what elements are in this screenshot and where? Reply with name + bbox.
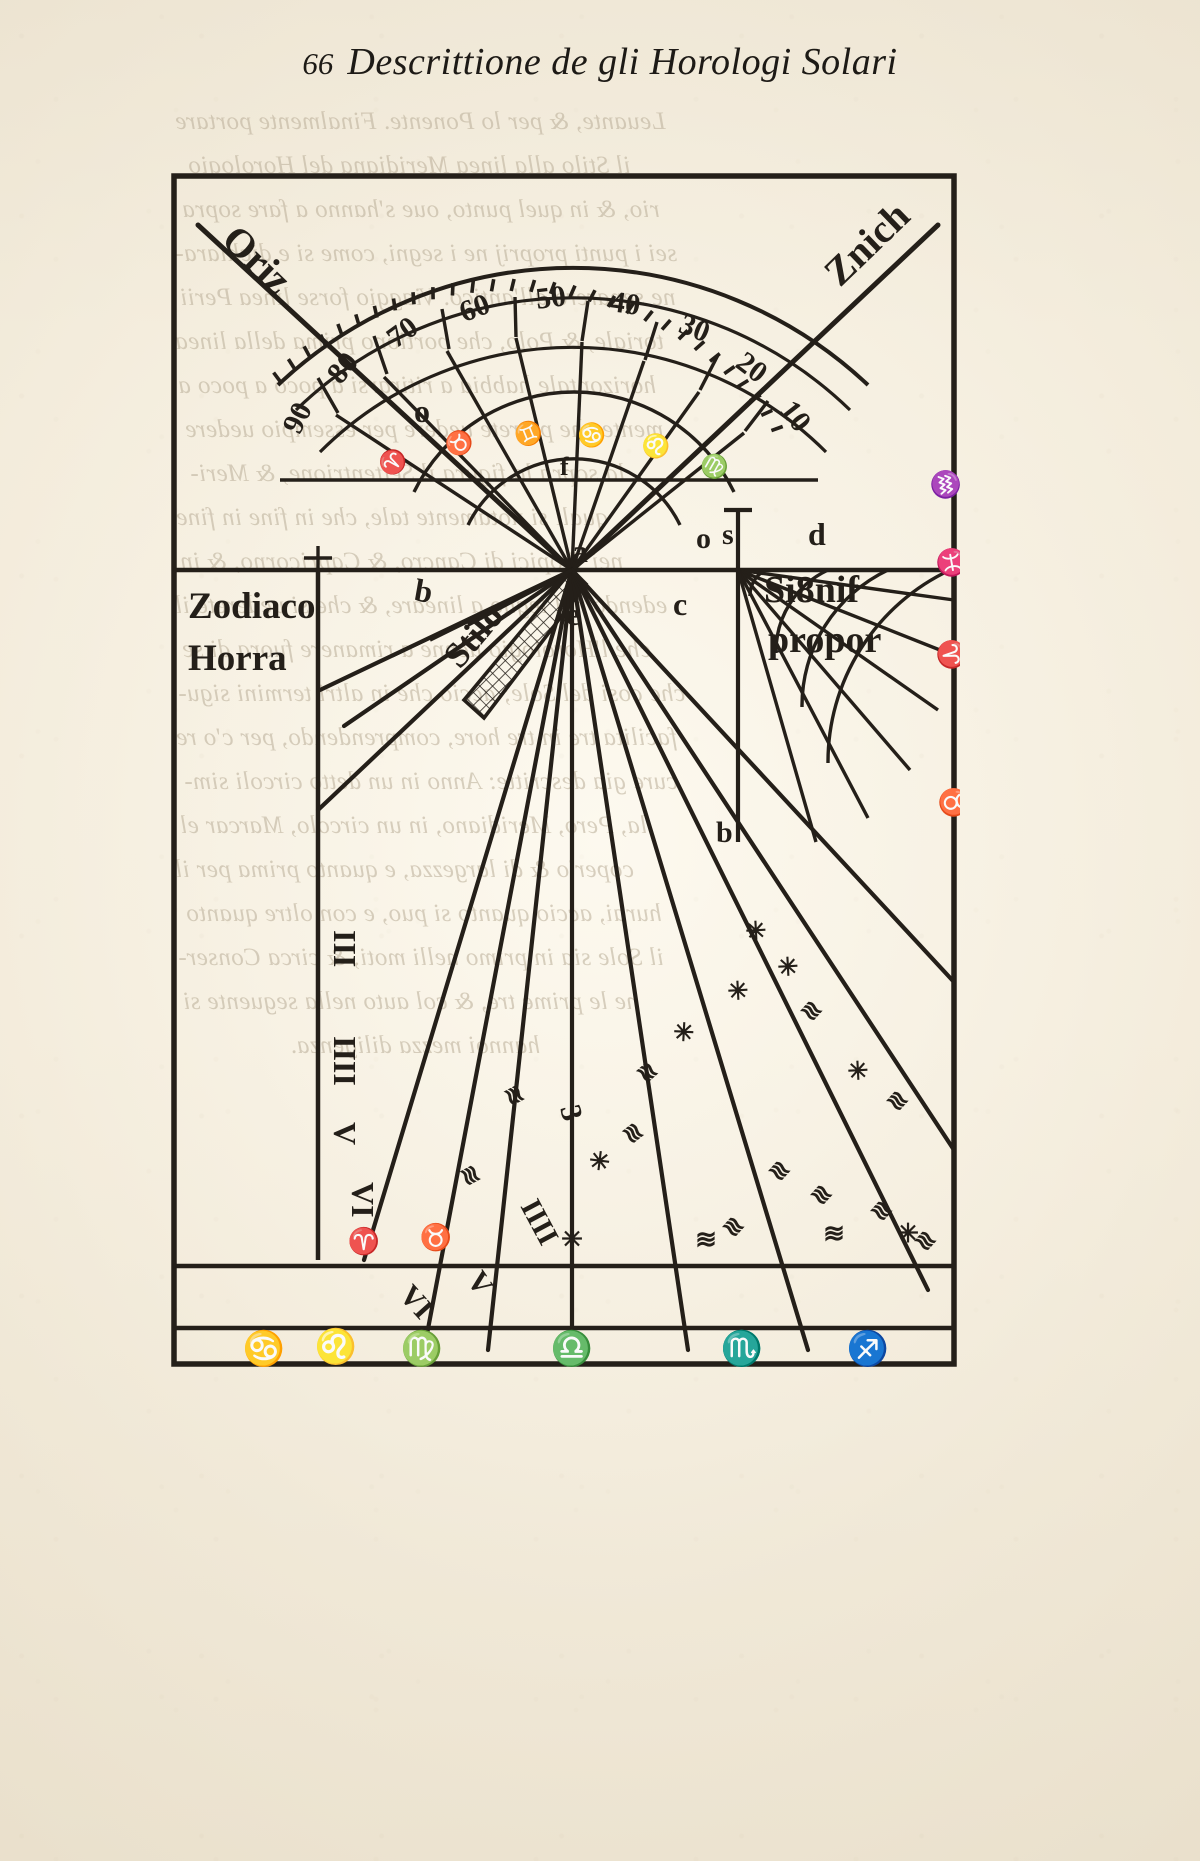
folio-number: 66	[302, 46, 334, 81]
zodiac-glyph: ♐	[847, 1329, 889, 1368]
hour-numeral: VI	[345, 1182, 381, 1218]
hour-numerals: III IIII V VI	[327, 930, 381, 1218]
zodiac-glyph: ♌	[315, 1327, 357, 1366]
decl-glyph: ✳	[666, 1016, 700, 1050]
hour-numeral: VI	[393, 1279, 440, 1326]
point-letter-o: o	[696, 522, 711, 555]
horizon-label-text: Oriz	[214, 216, 301, 302]
degree-label: 10	[773, 394, 817, 438]
signif-plumb-line	[724, 507, 752, 842]
fan-mark: ♒	[928, 466, 960, 503]
hour-numeral: IIII	[514, 1194, 565, 1251]
zodiaco-label-text: Zodiaco	[188, 586, 315, 627]
right-fan-marks: ♒ ♓ ♈ ♉	[928, 466, 960, 821]
zodiac-glyph: ♋	[243, 1329, 285, 1368]
altitude-arc-band	[276, 265, 870, 454]
decl-glyph: ≋	[716, 1210, 750, 1244]
zenith-label-text: Znich	[815, 193, 918, 295]
zenith-label: Znich	[815, 193, 918, 295]
degree-label: 60	[455, 287, 495, 329]
zodiaco-axis-top-mark	[304, 546, 332, 570]
zodiac-mark: ♉	[440, 424, 479, 463]
zodiac-glyph: ♏	[721, 1329, 763, 1368]
altitude-rays	[335, 337, 746, 572]
decl-glyph: ≋	[615, 1117, 649, 1150]
figure-sundial-diagram: 90 80 70 60 50 40 30 20 10 ♈ ♉ ♊ ♋ ♌ ♍	[168, 170, 960, 1370]
secondary-fan-lines	[391, 568, 573, 658]
zodiac-mark: ♈	[373, 443, 412, 482]
figure-border	[171, 173, 957, 1367]
zodiaco-label: Zodiaco Horra	[188, 586, 315, 679]
fan-mark: ♉	[936, 784, 960, 821]
hour-numeral: V	[327, 1122, 363, 1145]
band-glyph: ≋	[695, 1225, 717, 1254]
decl-glyph: ≋	[762, 1154, 796, 1188]
decl-glyph: ≋	[497, 1080, 531, 1111]
lower-horizontal-band	[174, 1263, 954, 1331]
sundial-diagram-svg: 90 80 70 60 50 40 30 20 10 ♈ ♉ ♊ ♋ ♌ ♍	[171, 173, 960, 1368]
point-letter-s: s	[722, 518, 734, 551]
decl-glyph: ≋	[864, 1194, 898, 1228]
hour-lines-fan	[315, 567, 957, 1353]
hour-numerals-diagonal: 3 IIII V VI	[393, 1101, 589, 1325]
right-hour-fan	[736, 568, 955, 843]
decl-glyph: ✳	[720, 974, 754, 1008]
degree-cell-dividers	[316, 296, 770, 433]
degree-label: 90	[276, 397, 319, 438]
band-glyph: ✳	[897, 1219, 919, 1248]
zodiac-mark: ♋	[576, 421, 607, 450]
decl-glyph: ≋	[794, 994, 828, 1028]
decl-glyph: ✳	[840, 1054, 874, 1088]
running-head-title: Descrittione de gli Horologi Solari	[347, 41, 898, 83]
degree-label: 70	[381, 310, 425, 354]
point-letter-f: f	[560, 452, 569, 481]
band-glyph: ♈	[348, 1226, 380, 1256]
arc-tick-marks	[272, 278, 784, 433]
point-letter-d: d	[808, 516, 826, 552]
band-glyph: ✳	[561, 1225, 583, 1254]
point-letter: o	[414, 393, 430, 429]
fan-mark: ♈	[934, 636, 960, 673]
decl-glyph: ≋	[630, 1056, 664, 1090]
zodiaco-label-text2: Horra	[188, 638, 287, 679]
band-glyph-marks: ♈ ♉ ✳ ≋ ≋ ✳	[348, 1219, 919, 1256]
degree-label: 50	[534, 279, 568, 315]
zodiac-glyph: ♎	[551, 1329, 593, 1368]
horizon-label: Oriz	[214, 216, 301, 302]
point-letter-a: a	[572, 533, 588, 569]
decl-glyph: ≋	[880, 1084, 914, 1118]
point-letter-c: c	[673, 586, 687, 622]
band-glyph: ♉	[420, 1222, 452, 1252]
zodiac-glyph: ♍	[401, 1329, 443, 1368]
degree-label: 40	[608, 285, 642, 322]
point-letter-b2: b	[716, 816, 733, 849]
decl-glyph: ≋	[804, 1178, 838, 1212]
point-letter-b: b	[412, 571, 436, 610]
signif-point-letters: o s b	[696, 518, 734, 849]
band-glyph: ≋	[823, 1219, 845, 1248]
hour-numeral: III	[327, 930, 363, 967]
inner-small-arc	[412, 390, 736, 526]
running-head: 66 Descrittione de gli Horologi Solari	[0, 40, 1200, 84]
decl-glyph: ✳	[581, 1145, 615, 1178]
hour-numeral: IIII	[327, 1036, 363, 1086]
bottom-zodiac-row: ♋ ♌ ♍ ♎ ♏ ♐	[243, 1327, 889, 1368]
